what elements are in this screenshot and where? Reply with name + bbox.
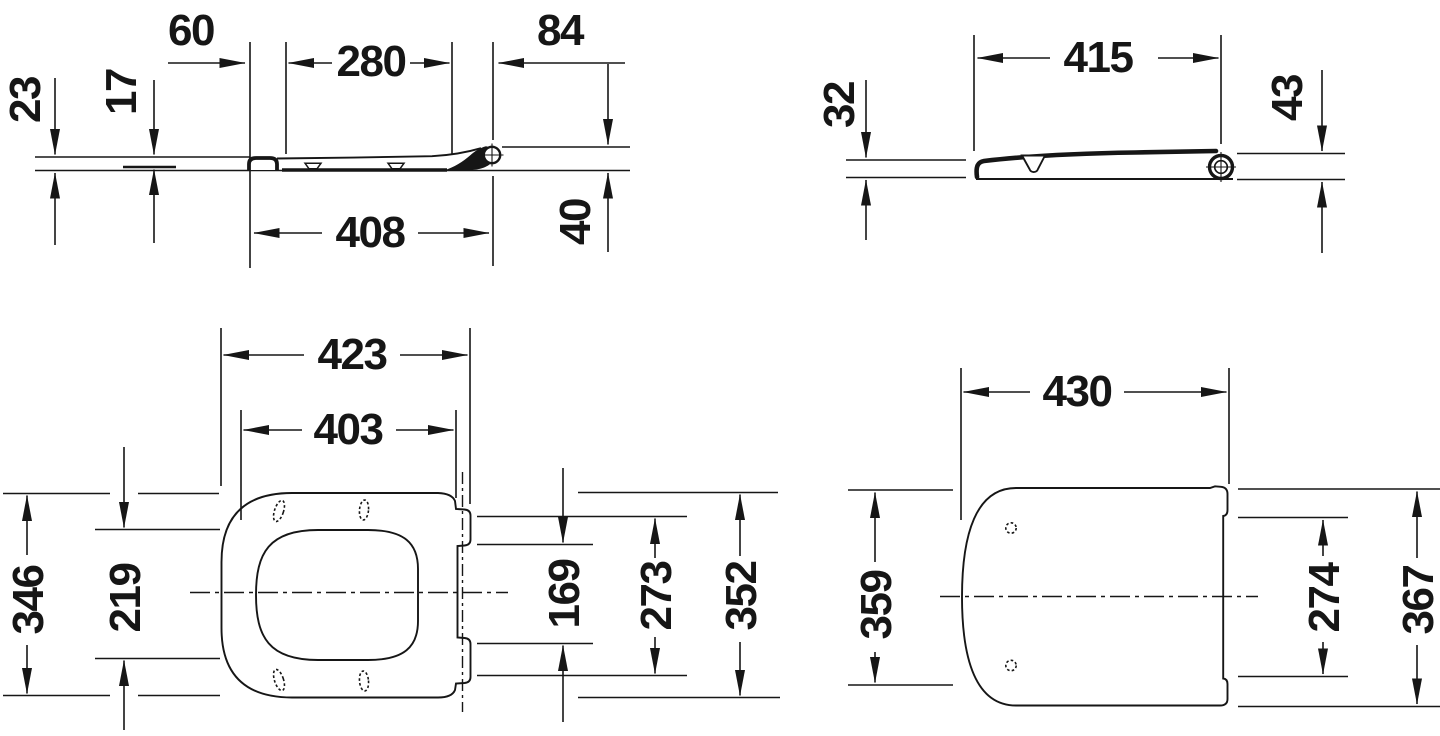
dim-label-367: 367 — [1394, 566, 1440, 635]
dim-label-169: 169 — [540, 560, 589, 629]
lid-top-edge — [974, 148, 1219, 180]
dim-label-219: 219 — [101, 564, 150, 633]
dim-label-84: 84 — [537, 6, 585, 55]
dim-label-423: 423 — [318, 330, 387, 379]
extension-lines — [220, 328, 471, 520]
dim-label-408: 408 — [336, 208, 406, 257]
view-lid-top: 430 359 274 367 — [848, 367, 1440, 708]
dim-label-352: 352 — [717, 562, 766, 631]
seat-outer-outline — [220, 492, 472, 699]
dim-40: 40 — [551, 64, 613, 252]
dim-403: 403 — [243, 405, 454, 454]
extension-lines — [3, 491, 780, 699]
dim-219: 219 — [101, 447, 150, 730]
dim-label-23: 23 — [1, 77, 50, 123]
dim-408: 408 — [253, 208, 490, 257]
hinge-crosshair — [1206, 152, 1236, 182]
dim-23: 23 — [1, 77, 60, 245]
dim-label-346: 346 — [4, 566, 53, 635]
view-lid-side-profile: 415 32 43 — [815, 33, 1345, 253]
extension-lines — [249, 42, 494, 268]
view-seat-top: 423 403 346 219 169 273 — [3, 328, 780, 730]
dim-label-359: 359 — [852, 571, 901, 640]
seat-bumper-profile — [303, 162, 323, 170]
lid-marker-hole-top — [1004, 521, 1017, 534]
seat-bumper-profile — [386, 162, 406, 170]
hinge-crosshair — [480, 143, 504, 167]
dim-346: 346 — [4, 495, 53, 694]
extension-lines — [960, 368, 1230, 520]
dim-273: 273 — [632, 518, 681, 674]
seat-bumper-bottom-right — [358, 670, 370, 692]
seat-opening-outline — [255, 529, 419, 661]
extension-lines — [973, 35, 1222, 151]
dim-label-43: 43 — [1263, 75, 1312, 121]
dim-423: 423 — [223, 330, 468, 379]
seat-bumper-bottom-left — [272, 668, 286, 692]
lid-hook-notch — [1020, 154, 1047, 173]
dim-84: 84 — [498, 6, 625, 68]
dim-label-415: 415 — [1064, 33, 1134, 82]
dim-430: 430 — [963, 367, 1227, 416]
dim-label-274: 274 — [1300, 562, 1349, 633]
dim-274: 274 — [1300, 519, 1349, 675]
lid-outline — [961, 485, 1229, 707]
dim-label-273: 273 — [632, 562, 681, 631]
dim-label-32: 32 — [815, 82, 864, 128]
dim-43: 43 — [1263, 70, 1327, 253]
dim-label-40: 40 — [551, 199, 600, 245]
dim-17: 17 — [97, 69, 159, 243]
dim-367: 367 — [1394, 491, 1440, 705]
dim-60: 60 — [168, 6, 246, 68]
dim-280: 280 — [288, 37, 450, 86]
seat-bumper-top-left — [272, 499, 286, 523]
dim-label-280: 280 — [337, 37, 406, 86]
seat-hinge-arm — [444, 146, 492, 171]
seat-front-bumper-profile — [247, 156, 279, 170]
dim-32: 32 — [815, 80, 871, 240]
dim-label-403: 403 — [314, 405, 383, 454]
seat-bumper-top-right — [358, 499, 370, 521]
dim-169: 169 — [540, 468, 589, 722]
dim-label-430: 430 — [1043, 367, 1112, 416]
extension-lines — [95, 515, 687, 677]
dim-label-17: 17 — [97, 69, 146, 115]
dim-415: 415 — [977, 33, 1219, 82]
dim-359: 359 — [852, 492, 901, 683]
seat-top-edge — [276, 147, 482, 160]
reference-lines — [846, 152, 1345, 181]
extension-lines — [848, 488, 1440, 708]
dim-352: 352 — [717, 494, 766, 696]
view-seat-side-profile: 60 280 84 408 23 17 40 — [1, 6, 630, 268]
lid-marker-hole-bottom — [1004, 659, 1017, 672]
dim-label-60: 60 — [168, 6, 214, 55]
